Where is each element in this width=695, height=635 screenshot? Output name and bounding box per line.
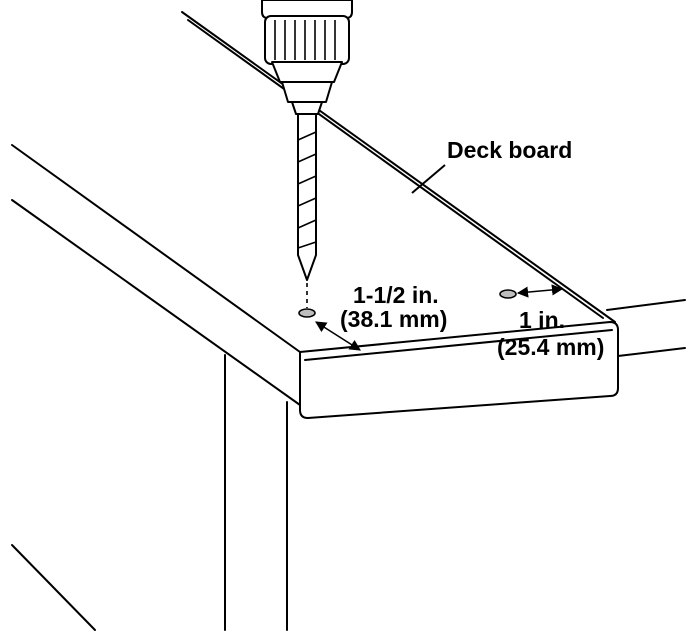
board-end-face <box>299 321 619 419</box>
board-left-edge-lower <box>11 199 301 406</box>
drill-chuck-collar <box>271 61 343 83</box>
deck-board-leader <box>411 164 446 194</box>
board-far-edge <box>181 11 616 323</box>
board-end-top-line <box>304 329 613 361</box>
dimension-38-1-mm-label: (38.1 mm) <box>340 306 447 332</box>
adjacent-board-top <box>606 299 686 311</box>
dimension-25-4-mm-label: (25.4 mm) <box>497 334 604 360</box>
lower-left-line <box>11 544 96 631</box>
drill-chuck-nose <box>281 81 333 103</box>
dim-arrow-1-1-2 <box>315 321 361 351</box>
drill-chuck <box>264 15 350 65</box>
dimension-1-in-label: 1 in. <box>519 307 565 333</box>
adjacent-board-bottom <box>617 347 686 357</box>
drill-chuck-tip <box>291 101 323 115</box>
board-left-edge-upper <box>11 144 301 353</box>
drill <box>261 0 353 281</box>
pilot-hole-right <box>499 289 517 299</box>
deck-board-label: Deck board <box>447 137 572 163</box>
board-far-edge-inner <box>187 19 604 319</box>
dim-arrow-1 <box>516 284 564 298</box>
dimension-1-1-2-in-label: 1-1/2 in. <box>353 282 439 308</box>
pilot-hole-left <box>298 308 316 318</box>
